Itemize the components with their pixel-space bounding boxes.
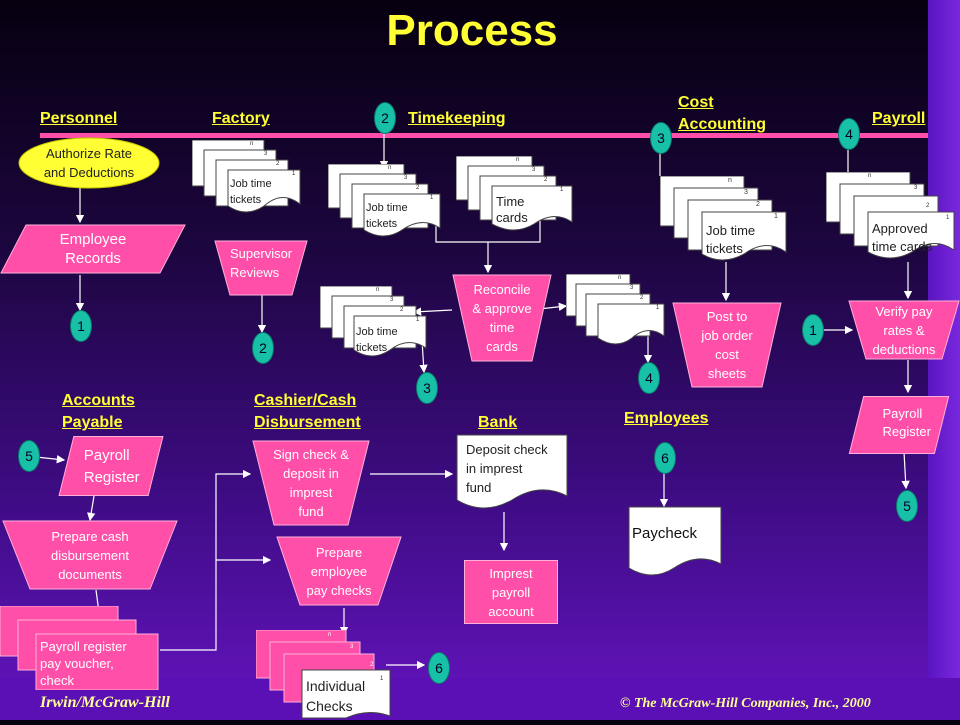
header-payroll: Payroll xyxy=(872,110,926,127)
connector-3: 3 xyxy=(650,122,672,154)
footer-copyright: © The McGraw-Hill Companies, Inc., 2000 xyxy=(620,696,871,711)
payroll-register-payroll-node: Payroll Register xyxy=(848,396,950,454)
page-title: Process xyxy=(386,6,558,55)
connector-1: 1 xyxy=(70,310,92,342)
paycheck-doc: Paycheck xyxy=(628,506,722,582)
header-bank: Bank xyxy=(478,414,518,431)
payroll-register-ap-node: Payroll Register xyxy=(58,436,164,496)
verify-pay-rates-node: Verify pay rates & deductions xyxy=(848,300,960,360)
sign-check-node: Sign check & deposit in imprest fund xyxy=(252,440,370,526)
individual-checks-stack: n 3 2 1 Individual Checks xyxy=(255,629,396,720)
job-time-tickets-reconciled-stack: n 3 2 1 Job time tickets xyxy=(319,285,432,364)
header-timekeeping: Timekeeping xyxy=(408,110,506,127)
imprest-payroll-account-node: Imprest payroll account xyxy=(464,560,558,624)
connector-2: 2 xyxy=(374,102,396,134)
post-job-order-node: Post to job order cost sheets xyxy=(672,302,782,388)
lane-divider xyxy=(40,133,928,138)
footer-bar xyxy=(0,678,960,720)
authorize-rate-node: Authorize Rate and Deductions xyxy=(18,137,160,189)
employee-records-node: Employee Records xyxy=(0,224,186,274)
job-time-tickets-cost-stack: n 3 2 1 Job time tickets xyxy=(659,175,792,266)
connector-5: 5 xyxy=(18,440,40,472)
connector-2: 2 xyxy=(252,332,274,364)
header-cashier: Cashier/Cash Disbursement xyxy=(254,392,361,431)
deposit-check-doc: Deposit check in imprest fund xyxy=(456,434,568,516)
time-cards-stack: n 3 2 1 Time cards xyxy=(455,155,580,236)
connector-3: 3 xyxy=(416,372,438,404)
job-time-tickets-timekeeping-stack: n 3 2 1 Job time tickets xyxy=(327,163,448,242)
right-decor-bar xyxy=(928,0,960,720)
connector-1: 1 xyxy=(802,314,824,346)
approved-time-cards-stack: n 3 2 1 Approved time cards xyxy=(825,171,960,264)
connector-5: 5 xyxy=(896,490,918,522)
header-cost-accounting: Cost Accounting xyxy=(678,94,766,133)
connector-6: 6 xyxy=(428,652,450,684)
supervisor-reviews-node: Supervisor Reviews xyxy=(214,240,308,296)
header-employees: Employees xyxy=(624,410,709,427)
header-personnel: Personnel xyxy=(40,110,118,127)
reconcile-node: Reconcile & approve time cards xyxy=(452,274,552,362)
time-cards-reconciled-stack: n 3 2 1 Time cards xyxy=(565,273,670,352)
header-accounts-payable: Accounts Payable xyxy=(62,392,135,431)
connector-4: 4 xyxy=(638,362,660,394)
payroll-voucher-stack: Payroll register pay voucher, check xyxy=(0,605,162,691)
job-time-tickets-factory-stack: n 3 2 1 Job time tickets xyxy=(191,139,304,220)
prepare-cash-disbursement-node: Prepare cash disbursement documents xyxy=(2,520,178,590)
prepare-pay-checks-node: Prepare employee pay checks xyxy=(276,536,402,606)
header-factory: Factory xyxy=(212,110,270,127)
footer-publisher: Irwin/McGraw-Hill xyxy=(40,694,170,711)
connector-6: 6 xyxy=(654,442,676,474)
connector-4: 4 xyxy=(838,118,860,150)
